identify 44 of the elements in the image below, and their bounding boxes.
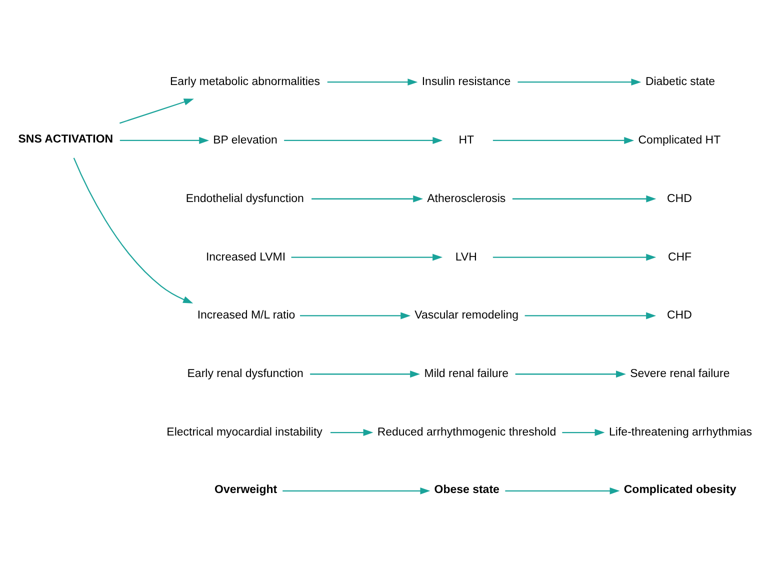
arrow — [330, 428, 374, 436]
arrow — [119, 98, 194, 124]
node-text: LVH — [455, 250, 477, 263]
node-text: CHF — [668, 250, 692, 263]
arrow — [492, 136, 634, 144]
node-text: Endothelial dysfunction — [186, 192, 304, 204]
arrow — [492, 253, 656, 260]
node-text: Severe renal failure — [630, 368, 730, 380]
node-text: Diabetic state — [645, 76, 716, 88]
node-text: Overweight — [214, 483, 278, 496]
node-text: Life-threatening arrhythmias — [609, 426, 752, 438]
node-text: Electrical myocardial instability — [166, 426, 322, 438]
node-text: CHD — [666, 309, 692, 322]
arrow — [73, 157, 194, 303]
arrow — [282, 486, 430, 494]
node-text: Mild renal failure — [424, 368, 509, 380]
arrow — [284, 136, 443, 144]
arrow — [327, 78, 418, 86]
node-text: Complicated obesity — [624, 483, 736, 496]
node-text: Obese state — [434, 483, 500, 496]
arrow — [312, 194, 424, 202]
arrow — [310, 370, 420, 378]
node-text: CHD — [666, 192, 692, 204]
node-text: Reduced arrhythmogenic threshold — [377, 426, 556, 438]
arrow — [524, 312, 656, 319]
arrow — [562, 428, 605, 436]
node-text: HT — [458, 134, 474, 146]
arrow — [505, 486, 620, 494]
node-text: Complicated HT — [638, 134, 721, 146]
node-text: Increased M/L ratio — [197, 309, 296, 322]
node-text: Atherosclerosis — [427, 192, 506, 204]
node-text: Insulin resistance — [422, 76, 511, 88]
node-text: SNS ACTIVATION — [18, 132, 114, 145]
node-text: Early metabolic abnormalities — [170, 76, 320, 88]
arrow — [518, 78, 642, 86]
node-text: Increased LVMI — [206, 250, 286, 263]
arrow — [300, 312, 411, 319]
arrow — [291, 253, 443, 260]
node-text: Vascular remodeling — [414, 309, 519, 322]
arrow — [120, 136, 210, 144]
arrow — [512, 194, 656, 202]
node-text: Early renal dysfunction — [187, 368, 304, 380]
arrow — [515, 370, 626, 378]
node-text: BP elevation — [213, 134, 278, 146]
